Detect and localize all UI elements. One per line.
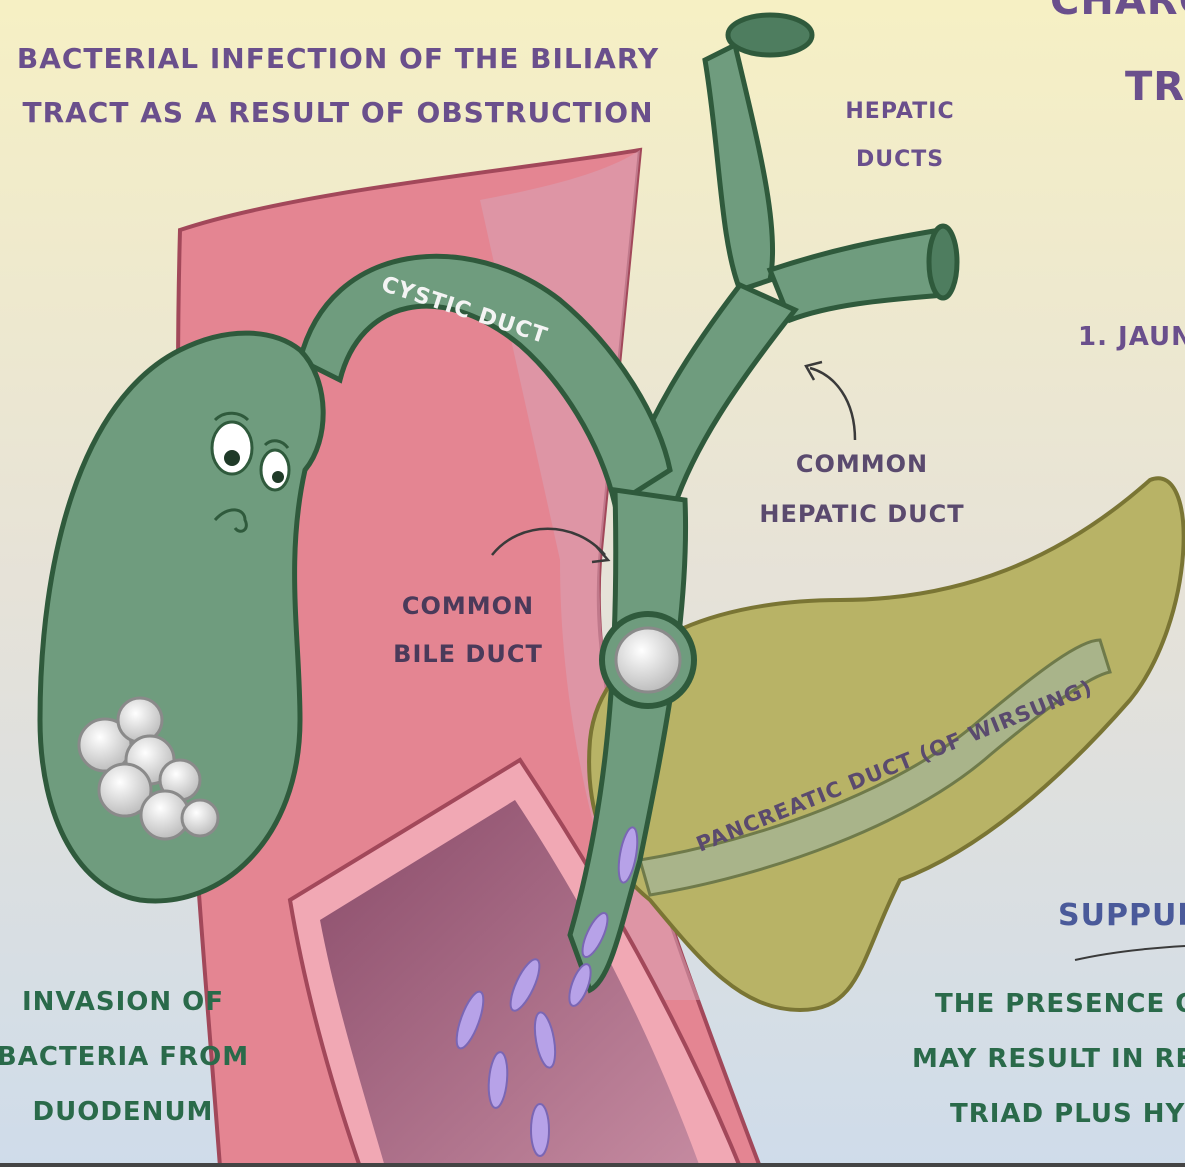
header-line-1: BACTERIAL INFECTION OF THE BILIARY (17, 42, 659, 75)
bottom-edge (0, 1163, 1185, 1167)
suppurative-label: SUPPURA (1058, 898, 1185, 933)
presence-label-2: MAY RESULT IN REYI (912, 1044, 1185, 1074)
presence-label-3: TRIAD PLUS HYPO (950, 1099, 1185, 1129)
common-bile-duct-label-2: BILE DUCT (393, 640, 543, 668)
common-hepatic-duct-label-1: COMMON (796, 450, 928, 478)
presence-label-1: THE PRESENCE OF I (935, 989, 1185, 1019)
common-hepatic-duct-label-2: HEPATIC DUCT (759, 500, 964, 528)
header-line-2: TRACT AS A RESULT OF OBSTRUCTION (22, 96, 653, 129)
jaundice-label: 1. JAUN (1078, 322, 1185, 352)
obstructing-stone (616, 628, 680, 692)
hepatic-duct-right-opening (929, 226, 957, 298)
right-header-line-1: CHARC (1050, 0, 1185, 24)
invasion-label-1: INVASION OF (22, 987, 224, 1017)
common-bile-duct-label-1: COMMON (402, 592, 534, 620)
hepatic-ducts-label-1: HEPATIC (845, 99, 954, 124)
invasion-label-3: DUODENUM (33, 1097, 214, 1127)
invasion-label-2: BACTERIA FROM (0, 1042, 249, 1072)
right-header-line-2: TR (1125, 64, 1185, 110)
hepatic-ducts-label-2: DUCTS (856, 147, 944, 172)
hepatic-duct-upper-opening (728, 15, 812, 55)
